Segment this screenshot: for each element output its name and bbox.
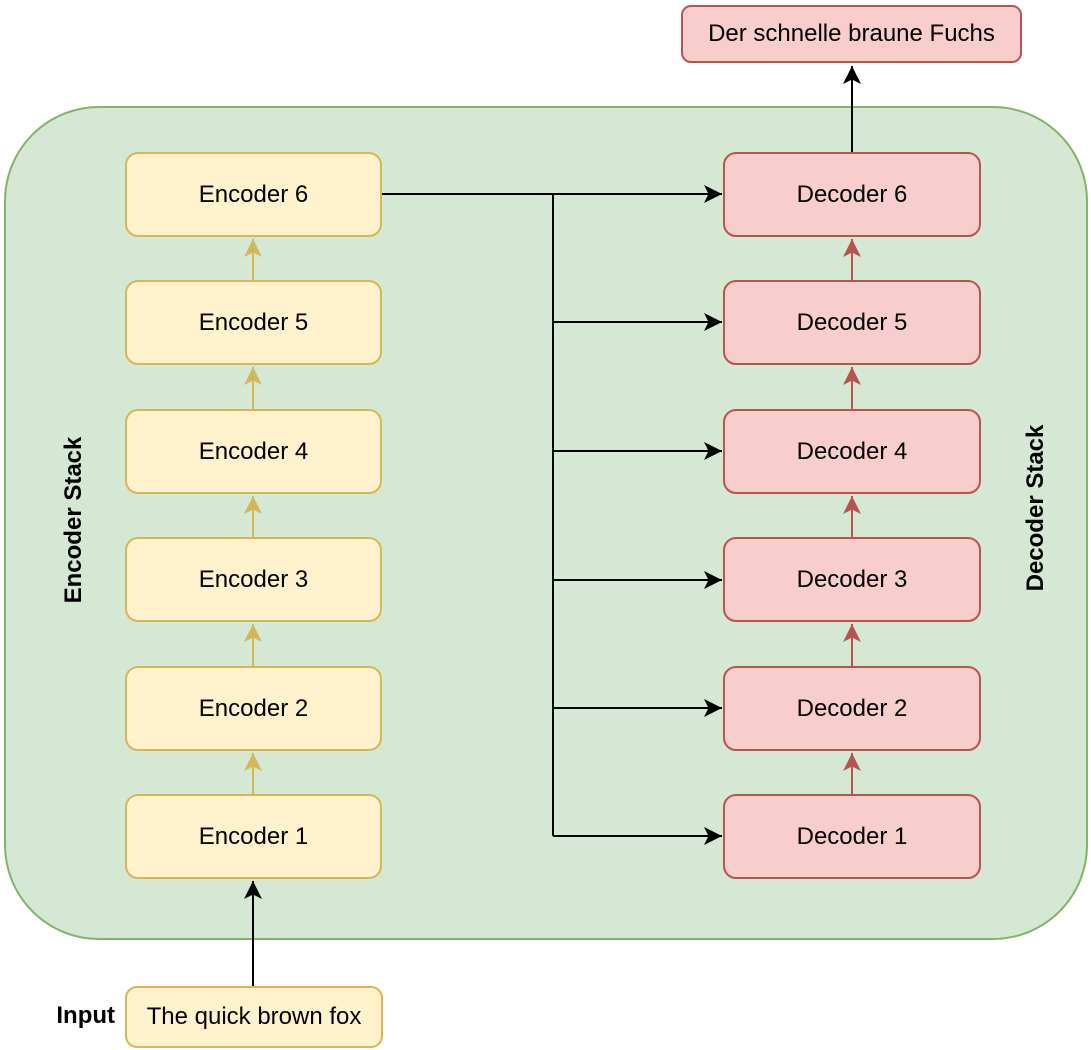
decoder-box-label: Decoder 3 xyxy=(796,565,908,593)
output-box-label: Der schnelle braune Fuchs xyxy=(708,20,995,47)
encoder-box-3: Encoder 3 xyxy=(125,537,382,622)
decoder-box-1: Decoder 1 xyxy=(723,794,981,879)
encoder-box-label: Encoder 4 xyxy=(198,437,309,465)
encoder-box-4: Encoder 4 xyxy=(125,409,382,494)
decoder-box-5: Decoder 5 xyxy=(723,280,981,365)
decoder-box-4: Decoder 4 xyxy=(723,409,981,494)
encoder-box-5: Encoder 5 xyxy=(125,280,382,365)
encoder-box-label: Encoder 2 xyxy=(198,694,309,722)
input-label: Input xyxy=(56,1002,115,1029)
decoder-box-2: Decoder 2 xyxy=(723,666,981,751)
input-box-label: The quick brown fox xyxy=(146,1003,362,1030)
decoder-stack-label: Decoder Stack xyxy=(1022,424,1049,592)
encoder-box-6: Encoder 6 xyxy=(125,152,382,237)
encoder-box-label: Encoder 6 xyxy=(198,180,309,208)
encoder-stack-label: Encoder Stack xyxy=(60,436,87,604)
encoder-box-label: Encoder 5 xyxy=(198,308,309,336)
encoder-box-2: Encoder 2 xyxy=(125,666,382,751)
input-box: The quick brown fox xyxy=(125,986,383,1048)
decoder-box-label: Decoder 1 xyxy=(796,822,908,850)
decoder-box-6: Decoder 6 xyxy=(723,152,981,237)
encoder-box-label: Encoder 1 xyxy=(198,822,309,850)
decoder-box-label: Decoder 2 xyxy=(796,694,908,722)
encoder-box-1: Encoder 1 xyxy=(125,794,382,879)
decoder-box-label: Decoder 6 xyxy=(796,180,908,208)
decoder-box-label: Decoder 4 xyxy=(796,437,908,465)
decoder-box-label: Decoder 5 xyxy=(796,308,908,336)
encoder-box-label: Encoder 3 xyxy=(198,565,309,593)
decoder-box-3: Decoder 3 xyxy=(723,537,981,622)
output-box: Der schnelle braune Fuchs xyxy=(681,5,1022,63)
